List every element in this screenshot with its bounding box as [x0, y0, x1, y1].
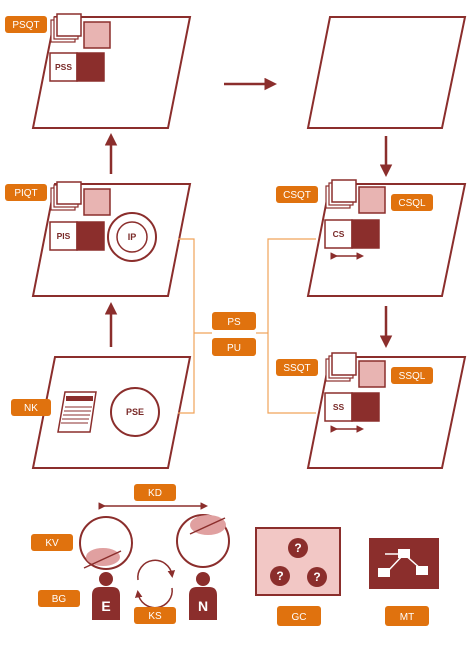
network-diagram-icon: [369, 538, 439, 589]
tag-csql-label: CSQL: [398, 198, 426, 209]
panel-bottom-left: PSE: [31, 356, 192, 469]
tag-nk: NK: [11, 399, 51, 416]
tag-bg: BG: [38, 590, 80, 607]
person-n-label: N: [198, 598, 208, 614]
tag-pu-label: PU: [227, 343, 241, 354]
question-icon: [288, 538, 308, 558]
person-e-label: E: [101, 598, 110, 614]
tag-kv: KV: [31, 534, 73, 551]
tag-pu: PU: [212, 338, 256, 356]
tag-mt-label: MT: [400, 612, 414, 623]
dark-square: [351, 219, 380, 249]
card-stack: [325, 352, 357, 382]
gap-blob: [86, 548, 120, 566]
panel-right-mid: CS: [306, 179, 467, 297]
question-board: ? ? ?: [255, 527, 341, 596]
pss-box: [49, 52, 78, 82]
card-stack: [325, 179, 357, 209]
question-mark: ?: [313, 570, 320, 584]
tag-ps: PS: [212, 312, 256, 330]
tag-gc: GC: [277, 606, 321, 626]
tag-mt: MT: [385, 606, 429, 626]
pis-label: PIS: [57, 231, 71, 241]
tag-nk-label: NK: [24, 403, 38, 414]
tag-ks: KS: [134, 607, 176, 624]
pse-circle: [110, 387, 160, 437]
pss-label: PSS: [55, 62, 72, 72]
tag-kd-label: KD: [148, 488, 162, 499]
light-square: [358, 186, 386, 214]
dark-square: [76, 52, 105, 82]
cs-label: CS: [333, 229, 345, 239]
light-square: [358, 360, 386, 388]
ss-box: [324, 392, 353, 422]
tag-ps-label: PS: [227, 317, 241, 328]
tag-ssqt-label: SSQT: [283, 363, 310, 374]
ss-label: SS: [333, 402, 345, 412]
card-stack: [50, 181, 82, 211]
tag-ssql-label: SSQL: [399, 371, 426, 382]
tag-kv-label: KV: [45, 538, 59, 549]
ip-label: IP: [128, 232, 137, 242]
question-icon: [270, 566, 290, 586]
tag-ks-label: KS: [148, 611, 162, 622]
tag-gc-label: GC: [292, 612, 307, 623]
tag-kd: KD: [134, 484, 176, 501]
panel-mid-left: PIS IP: [31, 181, 192, 297]
cs-box: [324, 219, 353, 249]
tag-csqt: CSQT: [276, 186, 318, 203]
cycle-arrows-icon: [134, 559, 176, 609]
document-icon: [57, 391, 97, 433]
strike-line: [189, 517, 226, 535]
strike-line: [83, 550, 122, 569]
question-mark: ?: [276, 569, 283, 583]
person-e-icon: E: [92, 572, 120, 620]
pis-box: [49, 221, 78, 251]
card-stack: [50, 13, 82, 43]
orange-connectors: [178, 238, 316, 414]
question-icon: [307, 567, 327, 587]
panel-top-right: [306, 16, 467, 129]
person-n-icon: N: [189, 572, 217, 620]
tag-csql: CSQL: [391, 194, 433, 211]
panel-right-bottom: SS: [306, 352, 467, 469]
tag-psqt-label: PSQT: [12, 20, 39, 31]
tag-ssql: SSQL: [391, 367, 433, 384]
dark-square: [76, 221, 105, 251]
tag-csqt-label: CSQT: [283, 190, 311, 201]
panel-top-left: PSS: [31, 13, 192, 129]
tag-piqt-label: PIQT: [14, 188, 37, 199]
pse-label: PSE: [126, 407, 144, 417]
light-square: [83, 188, 111, 216]
question-mark: ?: [294, 541, 301, 555]
tag-piqt: PIQT: [5, 184, 47, 201]
tag-psqt: PSQT: [5, 16, 47, 33]
dark-square: [351, 392, 380, 422]
people-group: KD E N KV BG: [31, 484, 230, 624]
light-square: [83, 21, 111, 49]
tag-bg-label: BG: [52, 594, 67, 605]
inner-circle: [116, 221, 148, 253]
tag-ssqt: SSQT: [276, 359, 318, 376]
